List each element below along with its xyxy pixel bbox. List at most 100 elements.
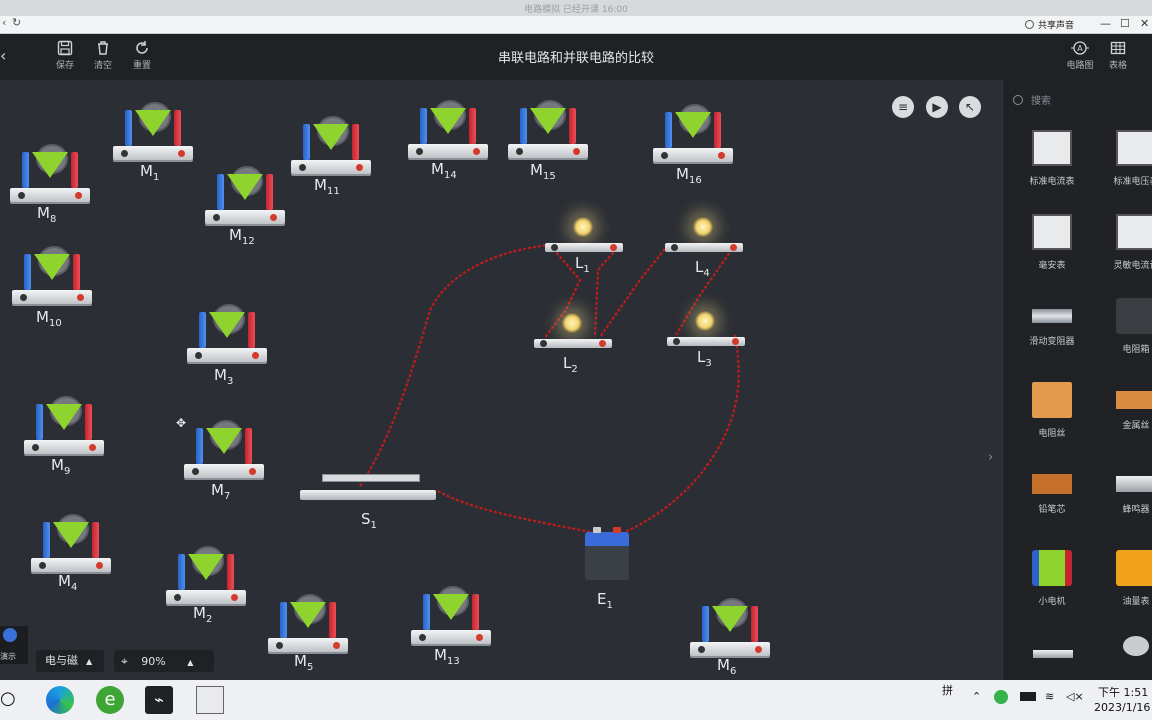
expand-sidebar-icon[interactable]: › [988,450,994,465]
component-item[interactable]: 铅笔芯 [1015,466,1089,515]
table-button[interactable]: 表格 [1103,40,1133,71]
simulator-app-icon[interactable]: ⌁ [145,686,173,714]
wire-l4-to-l3[interactable] [675,244,736,336]
ime-indicator[interactable]: 拼 [942,684,953,697]
motor-m8[interactable] [10,136,90,202]
battery-icon[interactable] [1020,692,1036,701]
battery-e1[interactable] [585,527,629,580]
wire-l3-to-battery[interactable] [624,334,740,533]
clock-date[interactable]: 2023/1/16 [1094,701,1151,714]
share-sound-label: 共享声音 [1037,21,1074,31]
component-item[interactable]: 油量表 [1099,550,1152,607]
lamp-l4[interactable] [665,216,743,252]
circuit-diagram-button[interactable]: A 电路图 [1062,40,1098,71]
switch-s1[interactable] [300,472,436,500]
motor-m1[interactable] [113,94,193,160]
trash-icon [98,41,108,55]
motor-m6[interactable] [690,590,770,656]
fuel-gauge-icon [1116,550,1152,586]
motor-m16[interactable] [653,96,733,162]
motor-m16-label: M16 [676,165,702,186]
component-item[interactable]: 滑动变阻器 [1015,298,1089,347]
wifi-icon[interactable]: ≋ [1045,690,1055,703]
clear-button[interactable]: 清空 [88,40,118,71]
motor-m11[interactable] [291,108,371,174]
circuit-workspace[interactable]: ≡ ▶ ↖ M1 M2 M3 M4 M5 M6 M7 M8 M9 M10 M11… [0,80,1002,680]
component-label: 电阻箱 [1122,345,1150,355]
meter-icon [1032,130,1072,166]
motor-m9[interactable] [24,388,104,454]
motor-m3-label: M3 [214,366,234,387]
motor-m2-label: M2 [193,604,213,625]
motor-m13[interactable] [411,578,491,644]
share-sound-toggle[interactable]: 共享声音 [1024,18,1074,31]
edge-icon[interactable] [46,686,74,714]
save-button[interactable]: 保存 [50,40,80,71]
component-item[interactable]: 电阻丝 [1015,382,1089,439]
zoom-value: 90% [141,655,166,668]
demo-button[interactable]: 演示 [0,626,28,664]
zoom-control[interactable]: ⌖ 90% ▲ [114,650,214,672]
pointer-icon[interactable]: ↖ [959,96,981,118]
component-item[interactable]: 标准电流表 [1015,130,1089,187]
app-window-icon[interactable] [196,686,224,714]
component-item[interactable]: 小电机 [1015,550,1089,607]
back-arrow-icon[interactable]: ‹ [0,46,7,65]
motor-m14-label: M14 [431,160,457,181]
motor-m14[interactable] [408,92,488,158]
wire-l1-to-l4[interactable] [593,244,621,338]
refresh-icon[interactable]: ↻ [12,16,22,29]
component-item[interactable]: 灵敏电流计 [1099,214,1152,271]
wire-l4-to-l2[interactable] [599,244,669,338]
metal-wire-icon [1116,391,1152,409]
component-thumb[interactable] [1123,636,1149,656]
motor-m3[interactable] [187,296,267,362]
search-field[interactable]: 搜索 [1013,92,1051,107]
wire-battery-to-switch[interactable] [435,489,591,534]
back-icon[interactable]: ‹ [2,16,7,29]
play-icon[interactable]: ▶ [926,96,948,118]
component-item[interactable]: 电阻箱 [1099,298,1152,355]
search-icon[interactable]: ○ [0,688,16,709]
chevron-up-icon[interactable]: ⌃ [972,690,982,703]
motor-m7[interactable] [184,412,264,478]
motor-m7-label: M7 [211,481,231,502]
wire-l1-to-l2[interactable] [544,244,582,338]
reset-button[interactable]: 重置 [127,40,157,71]
motor-m5[interactable] [268,586,348,652]
category-select[interactable]: 电与磁▲ [36,650,104,672]
motor-m12[interactable] [205,158,285,224]
notes-icon[interactable]: ≡ [892,96,914,118]
motor-m1-label: M1 [140,162,160,183]
security-icon[interactable] [994,690,1008,704]
volume-icon[interactable]: ◁× [1066,690,1084,703]
ie-icon[interactable]: e [96,686,124,714]
component-item[interactable]: 毫安表 [1015,214,1089,271]
motor-icon [1032,550,1072,586]
component-item[interactable]: 标准电压表 [1099,130,1152,187]
reset-icon [136,41,148,54]
component-item[interactable]: 金属丝 [1099,382,1152,431]
motor-m2[interactable] [166,538,246,604]
lamp-l2[interactable] [534,312,612,348]
component-sidebar: 搜索 标准电流表 标准电压表 毫安表 灵敏电流计 滑动变阻器 电阻箱 电阻丝 金… [1002,80,1152,680]
motor-m4[interactable] [31,506,111,572]
demo-icon [3,628,17,642]
svg-text:A: A [1077,44,1083,53]
minimize-icon[interactable]: — [1100,17,1111,30]
component-thumb[interactable] [1033,650,1073,658]
close-icon[interactable]: ✕ [1140,17,1150,30]
component-label: 金属丝 [1122,421,1150,431]
wire-switch-to-l1[interactable] [359,243,551,487]
motor-m15[interactable] [508,92,588,158]
clock-time[interactable]: 下午 1:51 [1098,686,1149,699]
locate-icon[interactable]: ⌖ [121,654,128,668]
motor-m10[interactable] [12,238,92,304]
maximize-icon[interactable]: ☐ [1120,17,1130,30]
browser-bar: ‹ ↻ 共享声音 — ☐ ✕ [0,16,1152,34]
lamp-l1[interactable] [545,216,623,252]
lamp-l3[interactable] [667,310,745,346]
component-label: 小电机 [1038,597,1066,607]
ammeter-icon: A [1071,41,1089,55]
component-item[interactable]: 蜂鸣器 [1099,466,1152,515]
